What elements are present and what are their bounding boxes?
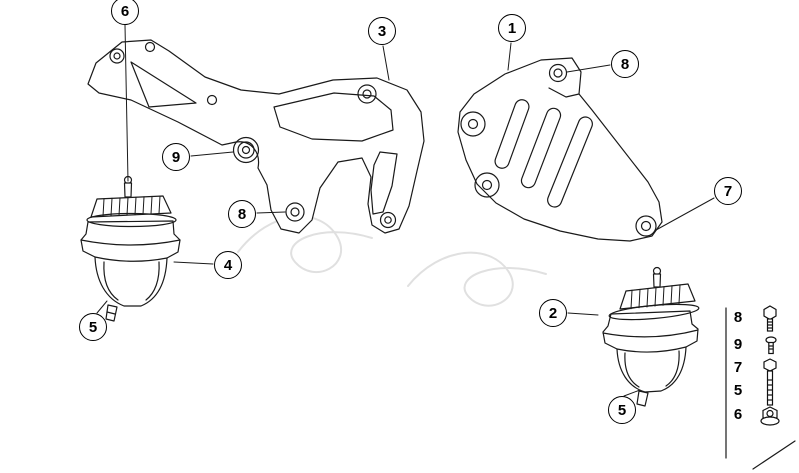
bracket-holes bbox=[109, 41, 397, 229]
leader-line-5b bbox=[623, 389, 641, 397]
legend-item-7[interactable]: 7 bbox=[733, 359, 743, 376]
leader-line-8b bbox=[256, 211, 286, 214]
leader-line-1 bbox=[507, 42, 512, 71]
engine-bracket-holes bbox=[460, 63, 657, 237]
callout-8-lower[interactable]: 8 bbox=[228, 200, 256, 228]
callout-5-right[interactable]: 5 bbox=[608, 396, 636, 424]
right-engine-mount-art bbox=[602, 266, 700, 407]
leader-lines bbox=[96, 24, 715, 397]
legend-item-9[interactable]: 9 bbox=[733, 336, 743, 353]
left-engine-mount-art bbox=[80, 175, 181, 322]
callout-2[interactable]: 2 bbox=[539, 299, 567, 327]
leader-line-6 bbox=[124, 24, 129, 182]
callout-5-left[interactable]: 5 bbox=[79, 313, 107, 341]
callout-7[interactable]: 7 bbox=[714, 177, 742, 205]
callout-4[interactable]: 4 bbox=[214, 251, 242, 279]
legend-item-8[interactable]: 8 bbox=[733, 309, 743, 326]
callout-6[interactable]: 6 bbox=[111, 0, 139, 25]
engine-bracket-art bbox=[457, 57, 663, 242]
leader-line-3 bbox=[382, 45, 390, 81]
leader-line-2 bbox=[567, 312, 599, 316]
screw-icon bbox=[765, 336, 777, 355]
legend-item-5[interactable]: 5 bbox=[733, 382, 743, 399]
leader-line-4 bbox=[173, 261, 214, 265]
hex-bolt-icon bbox=[763, 305, 777, 332]
leader-line-9 bbox=[190, 151, 234, 157]
callout-8-upper[interactable]: 8 bbox=[611, 50, 639, 78]
leader-line-8a bbox=[566, 64, 611, 73]
flange-nut-icon bbox=[760, 406, 780, 426]
callout-3[interactable]: 3 bbox=[368, 17, 396, 45]
leader-line-5a bbox=[96, 300, 108, 314]
legend-item-6[interactable]: 6 bbox=[733, 406, 743, 423]
gearbox-bracket-art bbox=[87, 39, 425, 234]
leader-line-7 bbox=[655, 197, 715, 231]
corner-mark bbox=[752, 440, 796, 470]
callout-9[interactable]: 9 bbox=[162, 143, 190, 171]
long-bolt-icon bbox=[763, 358, 777, 406]
callout-1[interactable]: 1 bbox=[498, 14, 526, 42]
